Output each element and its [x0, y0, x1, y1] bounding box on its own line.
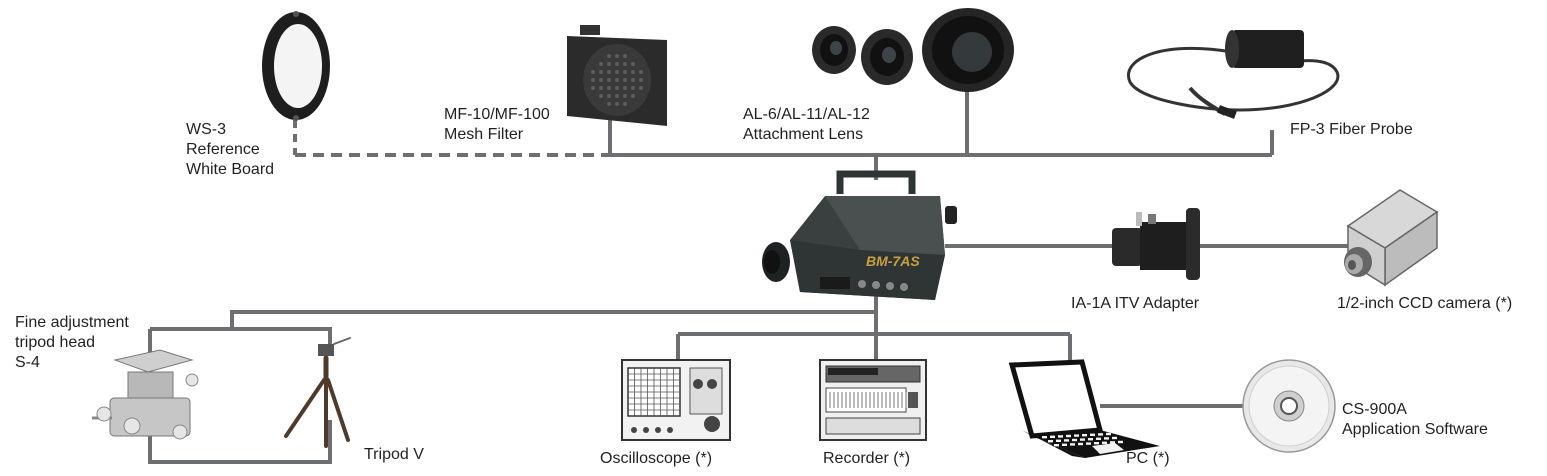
mf-label: MF-10/MF-100 Mesh Filter [444, 105, 550, 145]
oscilloscope-icon [621, 359, 731, 441]
tripod-label-line: Tripod V [364, 446, 424, 463]
rec-label: Recorder (*) [823, 449, 910, 469]
ia1a-label: IA-1A ITV Adapter [1071, 294, 1199, 314]
s4-label-line: tripod head [15, 334, 96, 351]
al-label: AL-6/AL-11/AL-12 Attachment Lens [743, 105, 870, 145]
tripod-label: Tripod V [364, 445, 424, 465]
ws3-label: WS-3 Reference White Board [186, 120, 274, 180]
al-label-line: AL-6/AL-11/AL-12 [743, 106, 870, 123]
s4-label-line: S-4 [15, 354, 40, 371]
tripod-v-icon [284, 337, 351, 448]
mesh-filter-icon [567, 25, 667, 126]
ws3-white-board-icon [262, 11, 330, 121]
osc-label: Oscilloscope (*) [600, 449, 712, 469]
ws3-label-line: Reference [186, 141, 260, 158]
bm7as-model-text: BM-7AS [866, 253, 920, 269]
s4-label: Fine adjustment tripod head S-4 [15, 313, 129, 373]
pc-label-line: PC (*) [1126, 450, 1170, 467]
ccd-label: 1/2-inch CCD camera (*) [1337, 294, 1512, 314]
mf-label-line: Mesh Filter [444, 126, 524, 143]
ia1a-label-line: IA-1A ITV Adapter [1071, 295, 1200, 312]
pc-laptop-icon [1008, 359, 1160, 458]
ws3-label-line: WS-3 [186, 121, 226, 138]
tripod-bottom-line [148, 420, 332, 464]
s4-label-line: Fine adjustment [15, 314, 129, 331]
cs900a-label: CS-900A Application Software [1342, 400, 1488, 440]
recorder-icon [819, 359, 927, 441]
connection-lines [148, 85, 1348, 464]
fp3-label: FP-3 Fiber Probe [1290, 120, 1413, 140]
osc-label-line: Oscilloscope (*) [600, 450, 713, 467]
fp3-label-line: FP-3 Fiber Probe [1290, 121, 1413, 138]
ccd-camera-icon [1344, 189, 1439, 287]
ws3-label-line: White Board [186, 161, 275, 178]
cs900a-label-line: CS-900A [1342, 401, 1407, 418]
ccd-label-line: 1/2-inch CCD camera (*) [1337, 295, 1513, 312]
s4-tripod-head-icon [92, 349, 199, 440]
fiber-probe-icon [1127, 30, 1340, 119]
al-label-line: Attachment Lens [743, 126, 864, 143]
itv-adapter-icon [1112, 208, 1200, 280]
rec-label-line: Recorder (*) [823, 450, 911, 467]
cs900a-disc-icon [1242, 359, 1336, 453]
mf-label-line: MF-10/MF-100 [444, 106, 550, 123]
pc-label: PC (*) [1126, 449, 1170, 469]
bm7as-unit-icon: BM-7AS [762, 170, 957, 300]
attachment-lens-icon [812, 8, 1014, 92]
cs900a-label-line: Application Software [1342, 421, 1488, 438]
